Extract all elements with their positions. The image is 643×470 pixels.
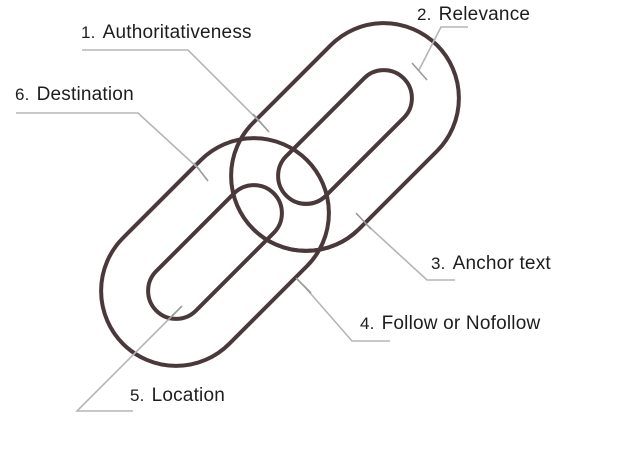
tick-on-teal-segment — [193, 162, 209, 182]
label-anchor-text-text: Anchor text — [452, 253, 551, 274]
label-destination: 6. Destination — [15, 83, 134, 106]
gloss-highlight-purple — [99, 283, 153, 337]
segment-anchor-gold-arm — [309, 126, 413, 230]
chain-link-lower — [69, 136, 331, 399]
leader-line-location — [75, 312, 176, 412]
leader-line-follow-nofollow — [303, 285, 390, 342]
label-destination-text: Destination — [36, 84, 134, 105]
label-location-text: Location — [151, 385, 226, 406]
segment-location-purple-low — [164, 246, 280, 362]
label-location-number: 5. — [130, 386, 145, 405]
label-location: 5. Location — [130, 384, 225, 407]
tick-on-red-segment — [252, 113, 270, 133]
label-anchor-text: 3. Anchor text — [431, 252, 551, 275]
tick-on-gold-segment — [355, 212, 372, 230]
segment-location-purple-cap — [69, 255, 213, 399]
label-authoritativeness-text: Authoritativeness — [102, 22, 252, 43]
label-relevance: 2. Relevance — [417, 3, 530, 26]
label-follow-nofollow: 4. Follow or Nofollow — [360, 312, 540, 335]
tick-on-blue-segment — [295, 277, 312, 294]
leader-line-authoritativeness — [82, 49, 263, 125]
label-authoritativeness-number: 1. — [81, 23, 96, 42]
lower-link-outline — [99, 136, 331, 368]
leader-line-relevance — [418, 26, 468, 71]
segment-location-purple-arm — [69, 219, 189, 339]
label-relevance-text: Relevance — [438, 4, 531, 25]
tick-on-orange-segment — [411, 62, 428, 81]
label-authoritativeness: 1. Authoritativeness — [81, 21, 252, 44]
leader-line-anchor-text — [365, 223, 455, 281]
label-follow-nofollow-number: 4. — [360, 314, 375, 333]
label-destination-number: 6. — [15, 85, 30, 104]
leader-ticks — [167, 62, 428, 321]
tick-on-purple-segment — [167, 305, 183, 321]
leader-line-destination — [16, 112, 201, 171]
label-anchor-text-number: 3. — [431, 254, 446, 273]
leader-lines — [16, 26, 468, 412]
label-relevance-number: 2. — [417, 5, 432, 24]
label-follow-nofollow-text: Follow or Nofollow — [381, 313, 541, 334]
